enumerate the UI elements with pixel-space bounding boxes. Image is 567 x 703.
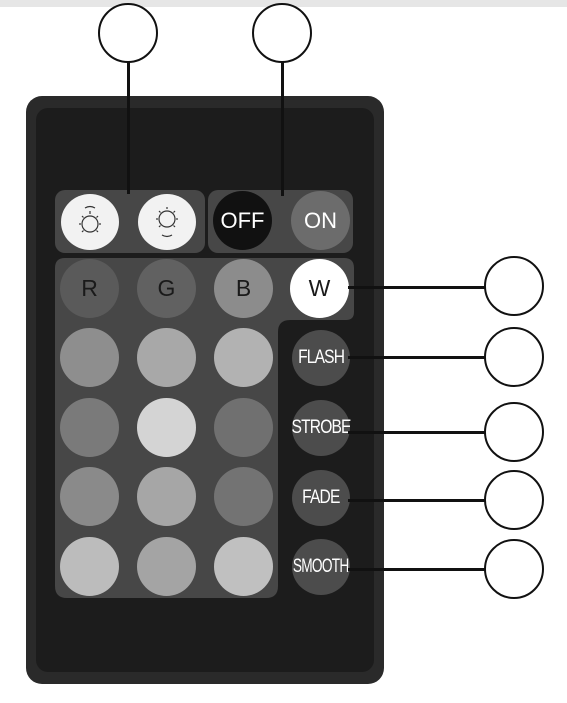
color-button[interactable] <box>214 537 273 596</box>
callout-white <box>484 256 544 316</box>
brightness-down-icon <box>156 207 178 238</box>
green-label: G <box>157 275 176 301</box>
callout-line-fade <box>348 499 488 502</box>
off-button[interactable]: OFF <box>213 191 272 250</box>
on-label: ON <box>304 207 337 233</box>
callout-strobe <box>484 402 544 462</box>
on-button[interactable]: ON <box>291 191 350 250</box>
color-button[interactable] <box>137 398 196 457</box>
color-button[interactable] <box>137 537 196 596</box>
color-button[interactable] <box>137 467 196 526</box>
callout-line-smooth <box>348 568 488 571</box>
fade-label: FADE <box>302 487 340 508</box>
flash-button[interactable]: FLASH <box>292 330 350 386</box>
callout-line-power <box>281 60 284 196</box>
blue-label: B <box>235 275 252 301</box>
color-button[interactable] <box>60 467 119 526</box>
red-button[interactable]: R <box>60 259 119 318</box>
callout-brightness <box>98 3 158 63</box>
color-button[interactable] <box>60 537 119 596</box>
brightness-up-button[interactable] <box>61 194 119 250</box>
blue-button[interactable]: B <box>214 259 273 318</box>
color-button[interactable] <box>214 398 273 457</box>
callout-line-white <box>348 286 488 289</box>
color-button[interactable] <box>214 467 273 526</box>
strobe-label: STROBE <box>291 417 351 438</box>
color-button[interactable] <box>60 328 119 387</box>
off-label: OFF <box>220 207 265 233</box>
callout-smooth <box>484 539 544 599</box>
red-label: R <box>81 275 98 301</box>
callout-power <box>252 3 312 63</box>
brightness-up-icon <box>79 205 101 233</box>
callout-line-brightness <box>127 60 130 194</box>
brightness-down-button[interactable] <box>138 194 196 250</box>
callout-line-strobe <box>348 431 488 434</box>
white-label: W <box>308 275 331 301</box>
flash-label: FLASH <box>297 347 345 368</box>
smooth-label: SMOOTH <box>293 556 349 577</box>
smooth-button[interactable]: SMOOTH <box>292 539 350 595</box>
callout-line-flash <box>348 356 488 359</box>
color-button[interactable] <box>137 328 196 387</box>
color-button[interactable] <box>214 328 273 387</box>
callout-flash <box>484 327 544 387</box>
white-button[interactable]: W <box>290 259 349 318</box>
fade-button[interactable]: FADE <box>292 470 350 526</box>
callout-fade <box>484 470 544 530</box>
color-button[interactable] <box>60 398 119 457</box>
green-button[interactable]: G <box>137 259 196 318</box>
strobe-button[interactable]: STROBE <box>291 400 351 456</box>
